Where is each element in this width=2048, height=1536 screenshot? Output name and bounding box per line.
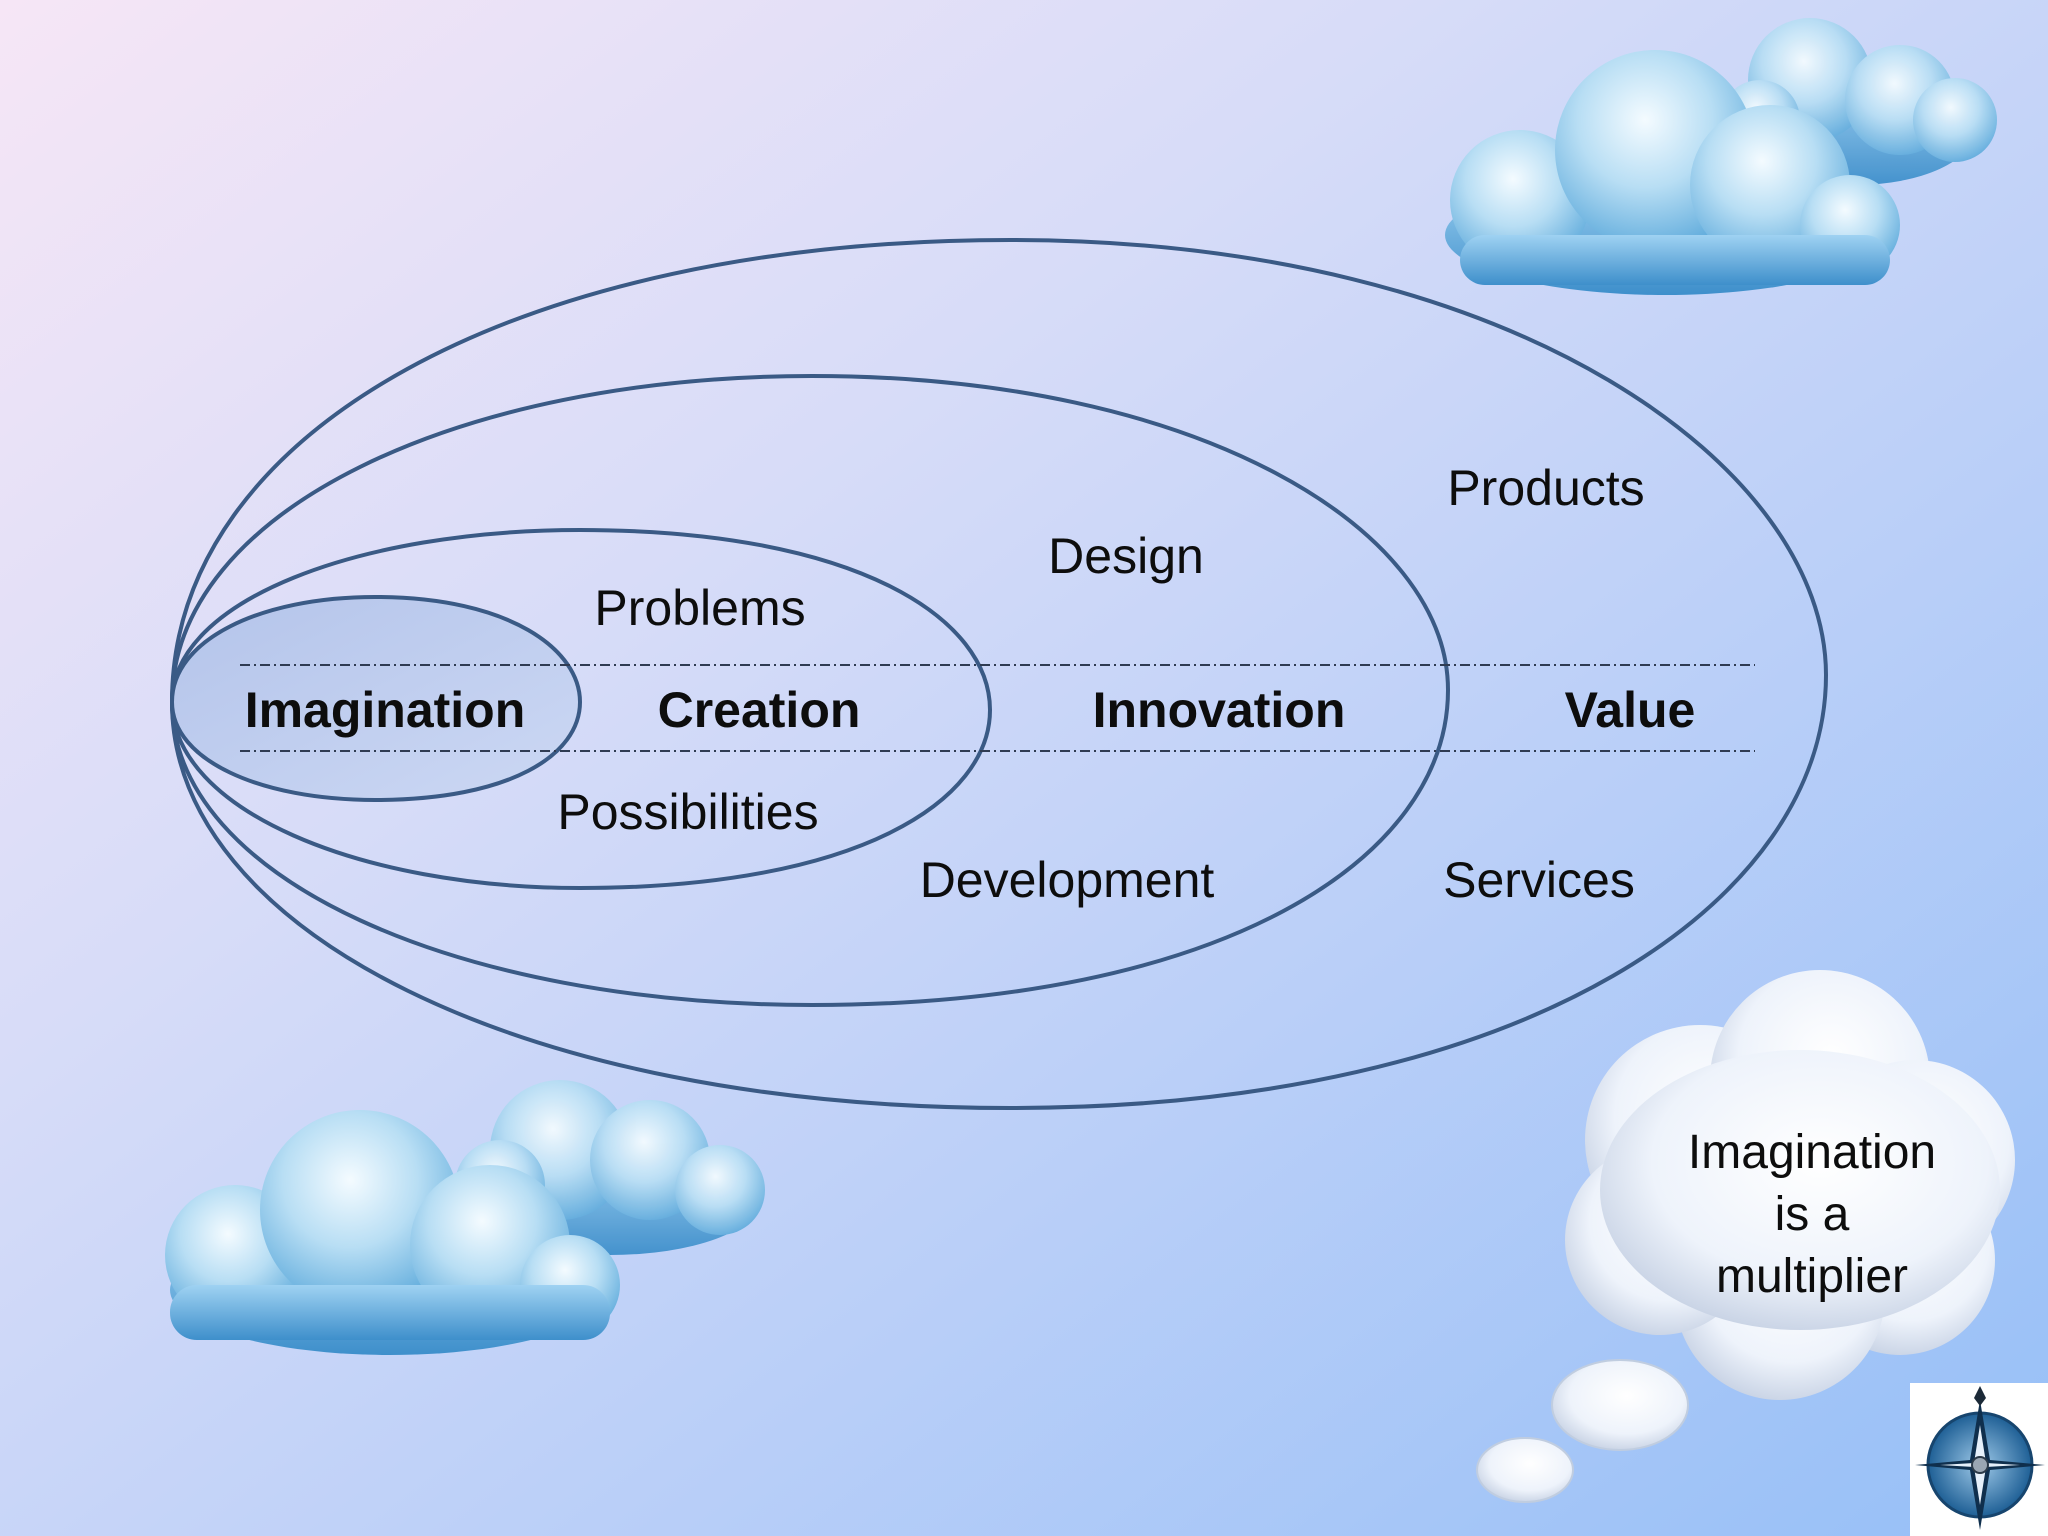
nested-ellipses-diagram	[169, 237, 1829, 1111]
stage-label-imagination: Imagination	[245, 682, 526, 738]
thought-line-3: multiplier	[1716, 1250, 1908, 1303]
thought-line-1: Imagination	[1688, 1126, 1936, 1179]
stage-label-creation: Creation	[658, 682, 861, 738]
term-label-products: Products	[1447, 460, 1644, 516]
ellipse-creation	[169, 527, 993, 891]
term-label-development: Development	[920, 852, 1215, 908]
cloud-icon-top-right	[1445, 18, 1997, 295]
ellipse-value	[169, 237, 1829, 1111]
ellipse-imagination	[169, 594, 583, 803]
term-label-services: Services	[1443, 852, 1635, 908]
stage-label-innovation: Innovation	[1093, 682, 1346, 738]
term-label-problems: Problems	[594, 580, 805, 636]
thought-bubble: Imagination is a multiplier	[1476, 970, 2015, 1503]
cloud-icon-bottom-left	[165, 1080, 765, 1355]
ellipse-innovation	[169, 373, 1451, 1008]
term-label-possibilities: Possibilities	[557, 784, 818, 840]
stage-label-value: Value	[1565, 682, 1696, 738]
term-label-design: Design	[1048, 528, 1204, 584]
compass-rose-icon	[1910, 1383, 2048, 1536]
thought-line-2: is a	[1775, 1188, 1850, 1241]
